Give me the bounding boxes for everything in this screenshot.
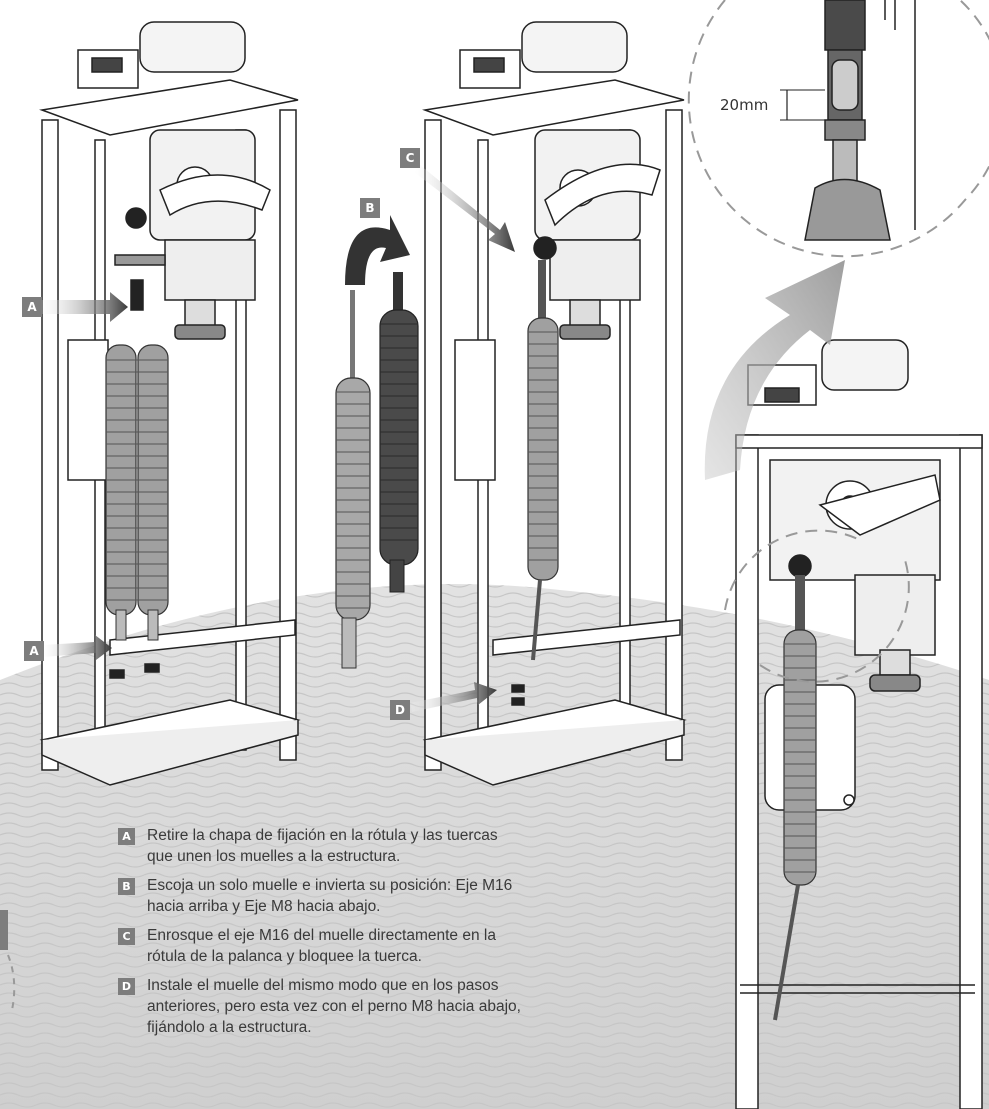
zoom-arrow (704, 260, 845, 480)
step-a-text: Retire la chapa de fijación en la rótula… (147, 825, 657, 867)
step-d-line-2: anteriores, pero esta vez con el perno M… (147, 998, 521, 1015)
step-c-marker: C (118, 928, 135, 945)
step-d-text: Instale el muelle del mismo modo que en … (147, 975, 657, 1038)
rod-zoom-detail (780, 0, 916, 241)
step-c-line-1: Enrosque el eje M16 del muelle directame… (147, 927, 496, 944)
spring-pair-loose (335, 215, 419, 669)
step-c-line-2: rótula de la palanca y bloquee la tuerca… (147, 948, 422, 965)
detail-source-circle (724, 529, 861, 611)
callout-c: C (400, 148, 420, 168)
arrow-a-top (40, 292, 128, 322)
step-a-line-2: que unen los muelles a la estructura. (147, 848, 401, 865)
step-b-text: Escoja un solo muelle e invierta su posi… (147, 875, 657, 917)
spring-installed-right (527, 260, 559, 661)
callout-d: D (390, 700, 410, 720)
barrier-assembly-right (422, 21, 687, 786)
step-a-line-1: Retire la chapa de fijación en la rótula… (147, 827, 498, 844)
dimension-label: 20mm (720, 96, 769, 114)
step-b-line-1: Escoja un solo muelle e invierta su posi… (147, 877, 513, 894)
callout-b: B (360, 198, 380, 218)
step-b-marker: B (118, 878, 135, 895)
arrow-c (414, 165, 515, 252)
step-d-line-3: fijándolo a la estructura. (147, 1019, 312, 1036)
arrow-a-bottom (42, 635, 112, 660)
spring-pair-left (105, 344, 169, 641)
step-c-text: Enrosque el eje M16 del muelle directame… (147, 925, 657, 967)
callout-a-top: A (22, 297, 42, 317)
callout-a-bottom: A (24, 641, 44, 661)
arrow-d (410, 682, 497, 712)
step-b-line-2: hacia arriba y Eje M8 hacia abajo. (147, 898, 381, 915)
rotation-arrow (345, 215, 410, 285)
step-d-marker: D (118, 978, 135, 995)
barrier-assembly-left (39, 21, 301, 786)
step-a-marker: A (118, 828, 135, 845)
step-d-line-1: Instale el muelle del mismo modo que en … (147, 977, 499, 994)
spring-installed-detail (773, 575, 817, 1021)
